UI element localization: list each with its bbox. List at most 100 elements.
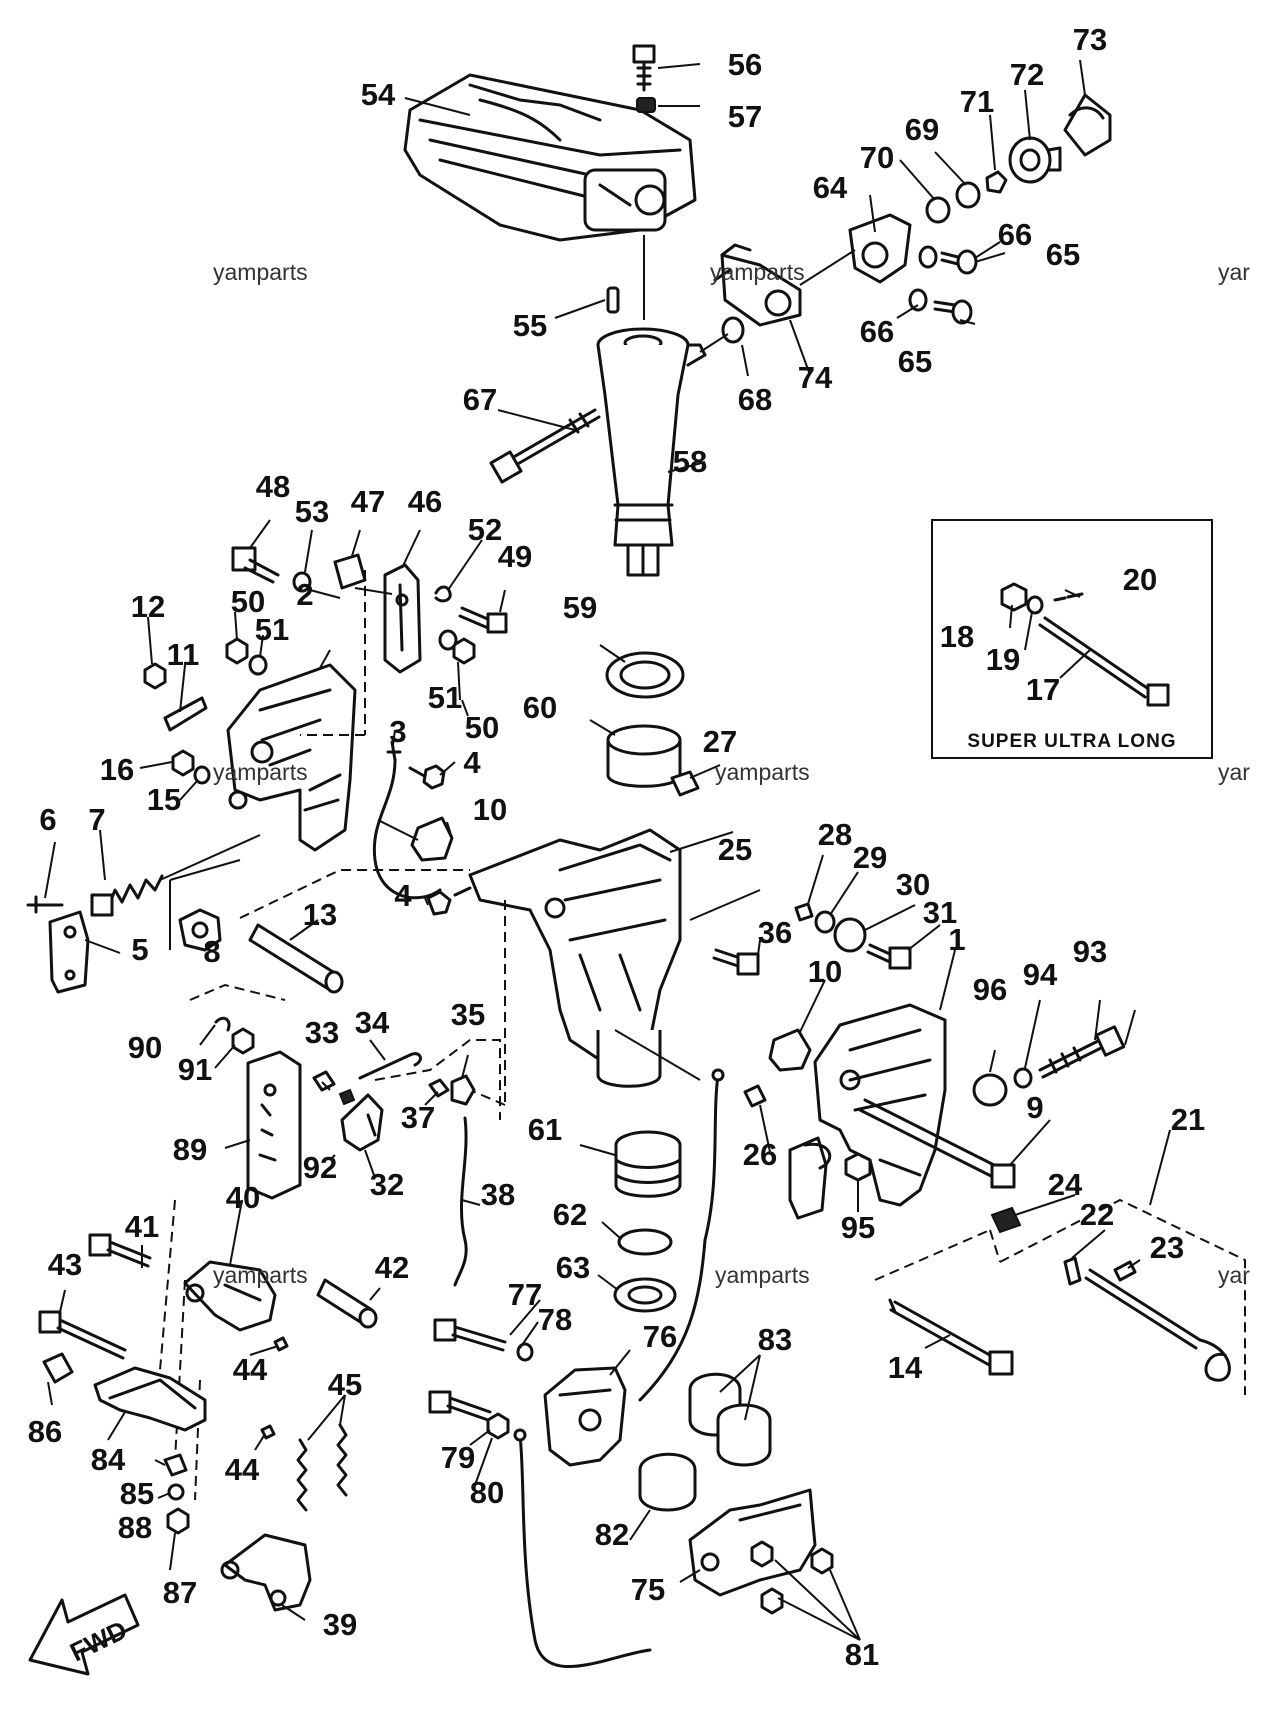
part-number-label: 79	[441, 1440, 475, 1475]
bolt-56-drawing	[632, 44, 656, 92]
part-number-label: 66	[998, 217, 1032, 252]
part-number-label: 65	[898, 344, 932, 379]
forward-arrow-icon: FWD	[28, 1593, 140, 1676]
watermark: yamparts	[715, 1262, 810, 1288]
bracket-40-drawing	[183, 1260, 277, 1332]
washers-69-70-drawing	[925, 181, 981, 224]
part-number-label: 54	[361, 77, 396, 112]
spring-52-drawing	[434, 585, 452, 603]
bushing-61-drawing	[614, 1130, 682, 1198]
part-number-label: 37	[401, 1100, 435, 1135]
plate-46-drawing	[383, 563, 422, 674]
part-number-label: 17	[1026, 672, 1060, 707]
part-number-label: 35	[451, 997, 485, 1032]
part-number-label: 51	[428, 680, 462, 715]
nut-12-drawing	[143, 662, 167, 690]
part-number-label: 26	[743, 1137, 777, 1172]
part-number-label: 90	[128, 1030, 162, 1065]
part-number-label: 89	[173, 1132, 207, 1167]
swivel-bracket-25-drawing	[468, 828, 682, 1088]
part-number-label: 59	[563, 590, 597, 625]
part-number-label: 80	[470, 1475, 504, 1510]
part-number-label: 32	[370, 1167, 404, 1202]
part-47-drawing	[333, 553, 367, 590]
bushing-10-upper-drawing	[410, 816, 454, 862]
part-number-label: 67	[463, 382, 497, 417]
part-number-label: 82	[595, 1517, 629, 1552]
part-number-label: 29	[853, 840, 887, 875]
pin-28-drawing	[794, 902, 814, 922]
leader-lines	[44, 59, 1171, 1641]
nut-71-drawing	[985, 170, 1008, 194]
lever-5-drawing	[48, 910, 90, 994]
lever-32-drawing	[340, 1093, 384, 1152]
part-number-label: 50	[231, 584, 265, 619]
bolt-43-drawing	[38, 1310, 127, 1360]
part-number-label: 94	[1023, 957, 1058, 992]
washer-51-upper-drawing	[248, 654, 268, 676]
part-number-label: 86	[28, 1414, 62, 1449]
bolt-31-drawing	[866, 943, 912, 970]
part-number-label: 16	[100, 752, 134, 787]
clamp-bracket-2-drawing	[226, 663, 357, 852]
watermark: yamparts	[213, 1262, 308, 1288]
screw-3-drawing	[386, 740, 402, 762]
watermark: yamparts	[715, 759, 810, 785]
grommet-72-drawing	[1008, 136, 1062, 184]
spring-7-drawing	[90, 874, 164, 917]
part-number-label: 3	[389, 714, 406, 749]
screw-4-upper-drawing	[408, 764, 446, 790]
part-number-label: 10	[808, 954, 842, 989]
steering-shaft-58-drawing	[596, 327, 707, 577]
part-86-drawing	[42, 1352, 74, 1384]
nut-50-lower-drawing	[452, 637, 476, 665]
part-number-label: 8	[203, 934, 220, 969]
pin-42-drawing	[316, 1278, 378, 1329]
part-drawings	[26, 44, 1246, 1669]
part-number-label: 53	[295, 494, 329, 529]
group-21-outline	[999, 1198, 1246, 1395]
part-number-label: 33	[305, 1015, 339, 1050]
part-8-drawing	[178, 908, 222, 952]
part-number-label: 52	[468, 512, 502, 547]
part-number-label: 19	[986, 642, 1020, 677]
part-number-label: 18	[940, 619, 974, 654]
part-number-label: 48	[256, 469, 290, 504]
part-number-label: 2	[296, 577, 313, 612]
part-number-label: 31	[923, 895, 957, 930]
bracket-39-drawing	[220, 1533, 312, 1612]
part-number-label: 14	[888, 1350, 923, 1385]
part-number-label: 44	[233, 1352, 268, 1387]
part-number-label: 12	[131, 589, 165, 624]
part-number-label: 38	[481, 1177, 515, 1212]
nut-87-drawing	[166, 1507, 190, 1535]
ground-wire-drawing	[372, 758, 442, 900]
bolt-49-drawing	[458, 606, 508, 634]
part-number-label: 88	[118, 1510, 152, 1545]
part-number-label: 73	[1073, 22, 1107, 57]
part-number-label: 43	[48, 1247, 82, 1282]
part-number-label: 71	[960, 84, 994, 119]
part-number-label: 9	[1026, 1090, 1043, 1125]
part-number-label: 22	[1080, 1197, 1114, 1232]
handle-84-drawing	[93, 1366, 207, 1432]
bolt-9-drawing	[858, 1098, 1016, 1189]
part-number-label: 24	[1048, 1167, 1083, 1202]
bolt-36-drawing	[712, 948, 760, 976]
part-number-label: 40	[226, 1180, 260, 1215]
part-number-label: 69	[905, 112, 939, 147]
part-number-label: 56	[728, 47, 762, 82]
washer-15-drawing	[193, 765, 211, 785]
part-number-label: 66	[860, 314, 894, 349]
stud-11-drawing	[163, 696, 208, 732]
part-number-label: 45	[328, 1367, 362, 1402]
part-number-label: 92	[303, 1150, 337, 1185]
part-number-label: 60	[523, 690, 557, 725]
bushing-60-drawing	[606, 724, 682, 788]
part-number-label: 87	[163, 1575, 197, 1610]
part-number-label: 41	[125, 1209, 159, 1244]
washer-51-lower-drawing	[438, 629, 458, 651]
part-22-drawing	[1063, 1256, 1082, 1286]
nut-95-drawing	[844, 1152, 872, 1182]
